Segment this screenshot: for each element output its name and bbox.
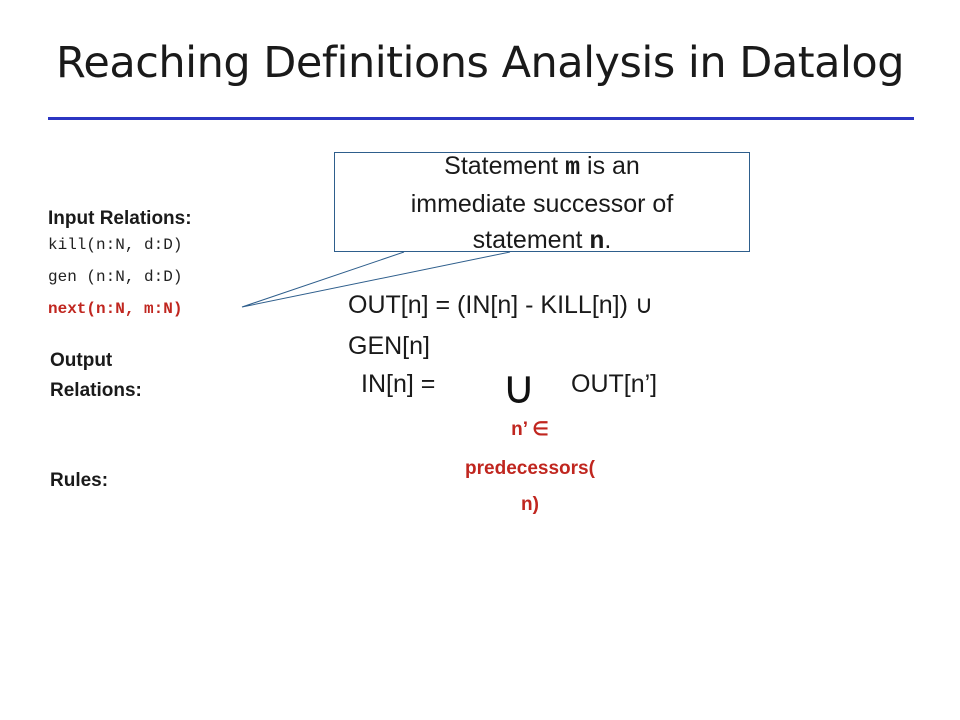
callout-text: Statement (444, 152, 566, 180)
callout-box (334, 152, 750, 252)
out-equation-line-2: GEN[n] (348, 332, 430, 360)
input-relations-heading: Input Relations: (48, 208, 192, 229)
union-symbol: ∪ (502, 361, 536, 413)
callout-line-3: statement n. (334, 226, 750, 256)
input-relation-next: next(n:N, m:N) (48, 300, 183, 318)
callout-text: . (604, 226, 612, 254)
title-divider (48, 117, 914, 120)
input-relation-gen: gen (n:N, d:D) (48, 268, 183, 286)
callout-line-2: immediate successor of (410, 190, 674, 218)
slide-title: Reaching Definitions Analysis in Datalog (55, 38, 905, 88)
callout-pointer-line (241, 251, 511, 308)
union-subscript-line-1: n’ ∈ (511, 419, 549, 440)
output-relations-heading-line-2: Relations: (50, 380, 142, 401)
input-relation-kill: kill(n:N, d:D) (48, 236, 183, 254)
rules-heading: Rules: (50, 470, 109, 491)
callout-var-n: n (589, 227, 605, 256)
out-equation-line-1: OUT[n] = (IN[n] - KILL[n]) ∪ (348, 291, 654, 319)
in-equation-rhs: OUT[n’] (571, 370, 658, 398)
callout-text: is an (580, 152, 640, 180)
union-subscript-line-2: predecessors( (465, 458, 595, 479)
in-equation-lhs: IN[n] = (361, 370, 436, 398)
callout-var-m: m (565, 153, 581, 182)
output-relations-heading-line-1: Output (50, 350, 113, 371)
union-subscript-line-3: n) (521, 494, 539, 515)
callout-text: statement (472, 226, 590, 254)
callout-line-1: Statement m is an (334, 152, 750, 182)
